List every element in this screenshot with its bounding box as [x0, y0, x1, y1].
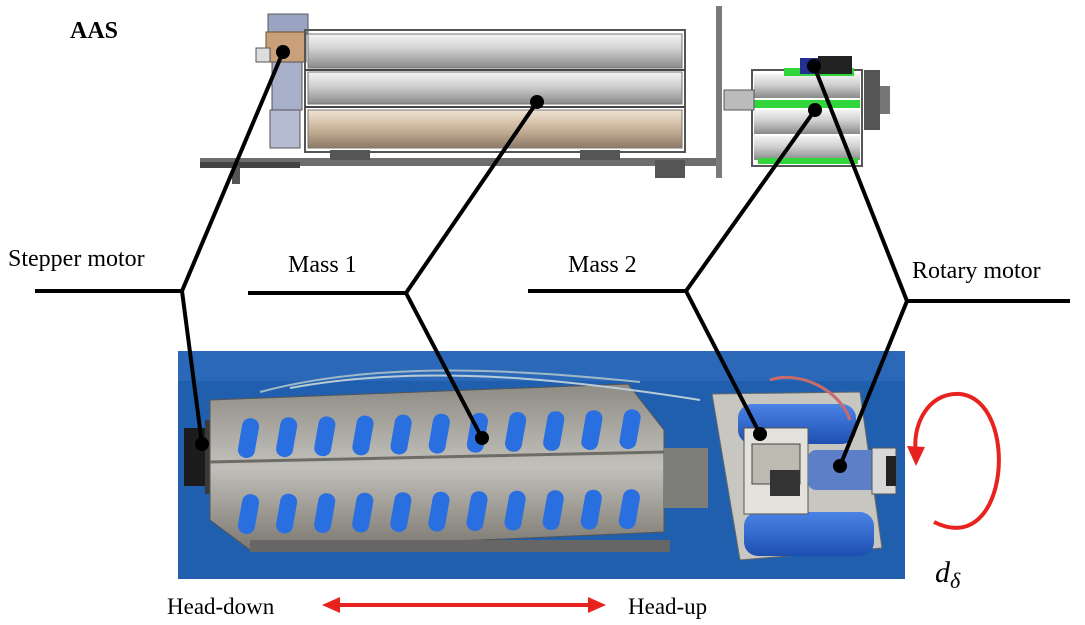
perforation-slot — [314, 493, 336, 534]
perforation-slot — [237, 418, 260, 458]
label-rotary-motor: Rotary motor — [912, 258, 1041, 284]
cad-mass-2 — [723, 68, 863, 167]
label-mass-1: Mass 1 — [288, 252, 357, 278]
callout-dots — [195, 45, 847, 473]
perforation-slot — [542, 490, 564, 531]
perforation-slot — [618, 489, 640, 530]
direction-arrow — [322, 597, 606, 613]
cad-model — [200, 6, 890, 184]
perforation-slot — [504, 490, 526, 531]
perforation-slot — [428, 491, 450, 532]
perforation-slot — [619, 409, 641, 450]
callouts — [35, 51, 1070, 467]
cad-base-plate — [200, 158, 722, 166]
label-head-down: Head-down — [167, 594, 275, 619]
label-mass-2: Mass 2 — [568, 252, 637, 278]
cad-stepper-motor — [255, 13, 309, 149]
perforation-slot — [237, 494, 260, 534]
figure-title: AAS — [70, 18, 119, 44]
label-rotation-d-delta: dδ — [935, 556, 960, 594]
perforation-slot — [543, 411, 565, 451]
photo — [178, 351, 905, 579]
photo-rotary-motor — [808, 447, 897, 495]
cad-mass-1 — [304, 29, 686, 153]
perforation-slot — [505, 411, 527, 452]
rotation-arrow — [907, 391, 1001, 530]
perforation-slot — [276, 493, 298, 534]
rotation-subscript: δ — [950, 568, 961, 593]
rotation-symbol: d — [935, 556, 950, 589]
perforation-slot — [314, 416, 336, 457]
perforation-slot — [428, 413, 450, 454]
label-stepper-motor: Stepper motor — [8, 246, 145, 272]
perforation-slot — [390, 492, 412, 533]
perforation-slot — [581, 410, 603, 451]
perforation-slot — [466, 491, 488, 532]
perforation-slot — [390, 414, 412, 455]
perforation-slot — [352, 492, 374, 533]
perforation-slot — [580, 489, 602, 530]
label-head-up: Head-up — [628, 594, 708, 619]
perforation-slot — [276, 417, 298, 458]
perforation-slot — [352, 415, 374, 456]
